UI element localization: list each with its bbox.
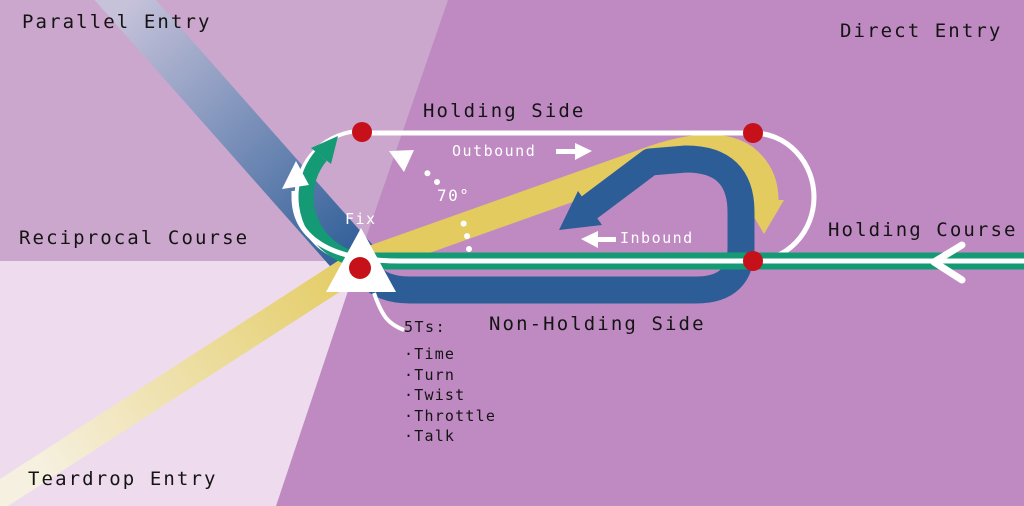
inbound-label: Inbound: [620, 229, 694, 247]
left-turn-green-arrowhead: [311, 136, 338, 164]
reciprocal-course-label: Reciprocal Course: [19, 227, 250, 249]
holding-side-label: Holding Side: [423, 100, 586, 122]
direct-entry-label: Direct Entry: [840, 20, 1003, 42]
racetrack-dot-top-right: [743, 123, 763, 143]
five-ts-item-talk: ·Talk: [404, 427, 456, 445]
five-ts-item-throttle: ·Throttle: [404, 406, 497, 425]
course-center-stripe: [291, 191, 1024, 264]
fix-dot: [349, 257, 371, 279]
angle-70-arc: [389, 150, 472, 252]
racetrack-dot-top-left: [352, 122, 372, 142]
five-ts-item-time: ·Time: [404, 345, 456, 363]
non-holding-side-label: Non-Holding Side: [489, 313, 706, 335]
fix-label: Fix: [345, 210, 377, 228]
holding-course-direction-chevron: [930, 241, 966, 284]
parallel-entry-arrowhead: [559, 191, 602, 230]
five-ts-callout-line: [372, 292, 405, 332]
racetrack-dot-bottom-right: [743, 251, 763, 271]
holding-course-label: Holding Course: [828, 219, 1018, 241]
parallel-entry-label: Parallel Entry: [22, 11, 212, 33]
five-ts-item-turn: ·Turn: [404, 365, 456, 384]
outbound-label: Outbound: [452, 142, 537, 160]
five-ts-heading: 5Ts:: [404, 318, 447, 336]
inbound-arrow: [581, 231, 616, 248]
angle-70-label: 70°: [437, 186, 471, 205]
five-ts-list: ·Time ·Turn ·Twist ·Throttle ·Talk: [404, 344, 496, 447]
five-ts-item-twist: ·Twist: [404, 386, 466, 404]
left-turn-white-arrowhead: [282, 161, 309, 189]
angle-arc-arrowhead: [389, 150, 414, 172]
outbound-arrow: [556, 143, 592, 160]
teardrop-entry-label: Teardrop Entry: [28, 468, 218, 490]
